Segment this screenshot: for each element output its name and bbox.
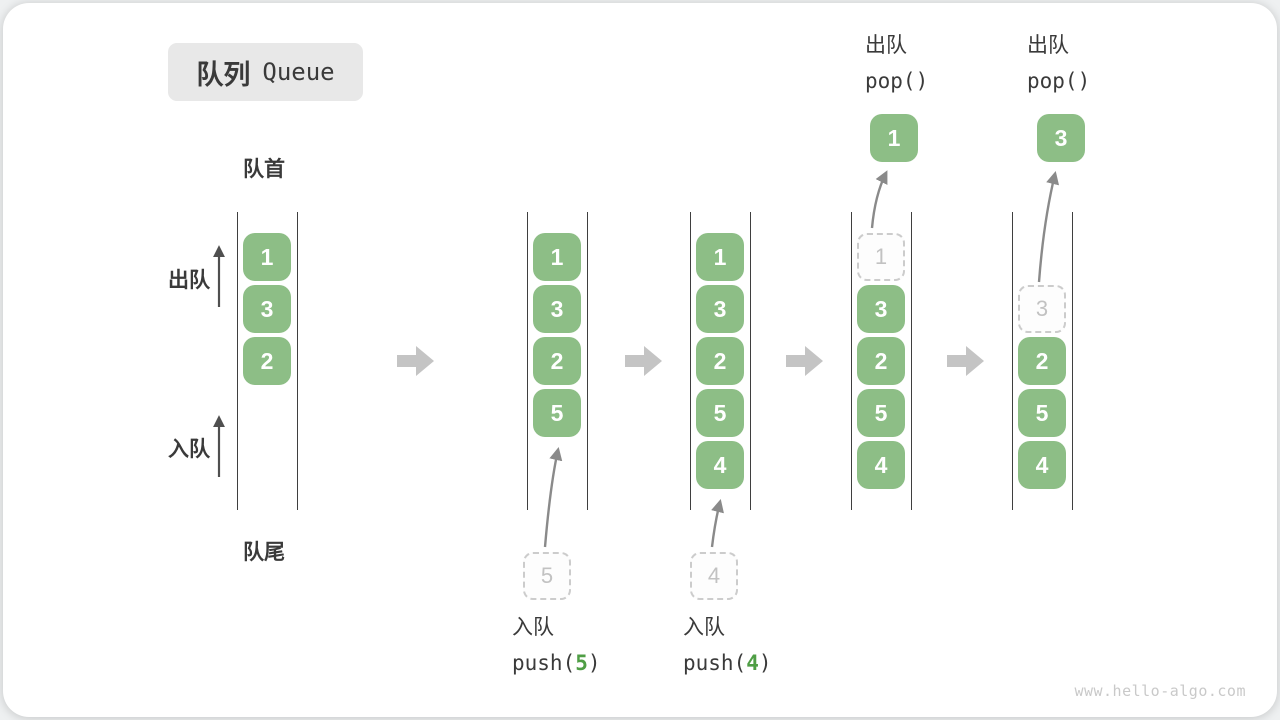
queue-element: 5 [696, 389, 744, 437]
popped-slot-ghost: 3 [1018, 285, 1066, 333]
pop-code-label: pop() [865, 69, 929, 93]
queue-element: 3 [243, 285, 291, 333]
queue-state-5: 3 2 5 4 [1012, 212, 1073, 510]
push-arg: 4 [746, 651, 759, 675]
pop-action-label: 出队 [865, 34, 907, 57]
transition-arrow-icon [625, 345, 662, 377]
title-zh: 队列 [196, 59, 251, 90]
queue-element: 3 [696, 285, 744, 333]
queue-element: 2 [1018, 337, 1066, 385]
incoming-value-ghost: 5 [523, 552, 571, 600]
queue-element: 3 [533, 285, 581, 333]
pop1-annotation: 出队 pop() [865, 28, 928, 98]
queue-element: 4 [1018, 441, 1066, 489]
queue-element: 1 [533, 233, 581, 281]
title-en: Queue [262, 58, 335, 86]
transition-arrow-icon [947, 345, 984, 377]
queue-element: 5 [1018, 389, 1066, 437]
queue-element: 5 [857, 389, 905, 437]
watermark: www.hello-algo.com [1074, 682, 1246, 700]
label-dequeue: 出队 [168, 269, 210, 292]
popped-value-box: 1 [870, 114, 918, 162]
popped-slot-ghost: 1 [857, 233, 905, 281]
push5-annotation: 入队 push(5) [512, 610, 601, 680]
pop-code-label: pop() [1027, 69, 1091, 93]
queue-element: 1 [696, 233, 744, 281]
label-queue-rear: 队尾 [243, 541, 285, 564]
queue-element: 4 [857, 441, 905, 489]
queue-state-2: 1 3 2 5 [527, 212, 588, 510]
queue-element: 2 [243, 337, 291, 385]
transition-arrow-icon [786, 345, 823, 377]
popped-value-box: 3 [1037, 114, 1085, 162]
queue-state-3: 1 3 2 5 4 [690, 212, 751, 510]
push-code-label: push(5) [512, 651, 601, 675]
queue-state-4: 1 3 2 5 4 [851, 212, 912, 510]
queue-element: 2 [696, 337, 744, 385]
pop-action-label: 出队 [1027, 34, 1069, 57]
queue-element: 4 [696, 441, 744, 489]
transition-arrow-icon [397, 345, 434, 377]
push-action-label: 入队 [512, 616, 554, 639]
push-arg: 5 [575, 651, 588, 675]
title-badge: 队列 Queue [168, 43, 363, 101]
queue-element: 1 [243, 233, 291, 281]
label-queue-front: 队首 [243, 158, 285, 181]
queue-element: 3 [857, 285, 905, 333]
push4-annotation: 入队 push(4) [683, 610, 772, 680]
push-action-label: 入队 [683, 616, 725, 639]
push-code-label: push(4) [683, 651, 772, 675]
pop3-annotation: 出队 pop() [1027, 28, 1090, 98]
queue-state-1: 1 3 2 [237, 212, 298, 510]
incoming-value-ghost: 4 [690, 552, 738, 600]
queue-element: 2 [857, 337, 905, 385]
label-enqueue: 入队 [168, 438, 210, 461]
queue-element: 2 [533, 337, 581, 385]
queue-element: 5 [533, 389, 581, 437]
